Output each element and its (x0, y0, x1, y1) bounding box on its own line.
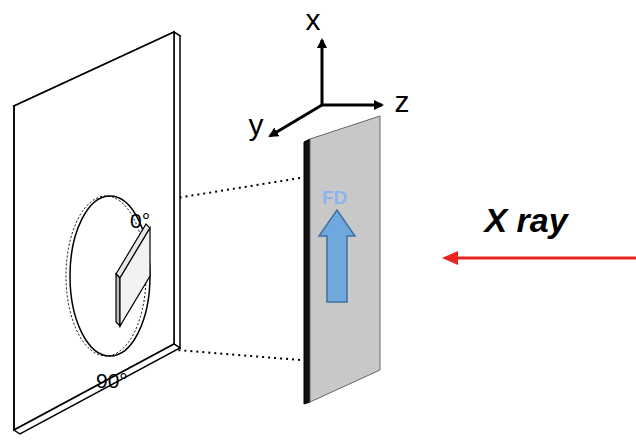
xray-label: X ray (484, 203, 567, 237)
axis-label: z (395, 87, 410, 117)
axis-label: y (249, 110, 264, 140)
z-axis (322, 104, 382, 107)
xray-beam (452, 257, 636, 260)
angle-label: 90° (96, 370, 128, 391)
detector-screen-outline (8, 26, 180, 436)
sample-plate-outline (300, 112, 384, 404)
axis-label: x (306, 5, 321, 35)
detector-screen: 0° 90° (8, 26, 180, 436)
x-axis (321, 40, 324, 105)
direction-label: FD (322, 188, 347, 207)
xray-arrowhead (442, 251, 458, 265)
y-axis (270, 105, 322, 136)
angle-label: 0° (130, 210, 150, 231)
sample-plate: FD (300, 112, 384, 404)
